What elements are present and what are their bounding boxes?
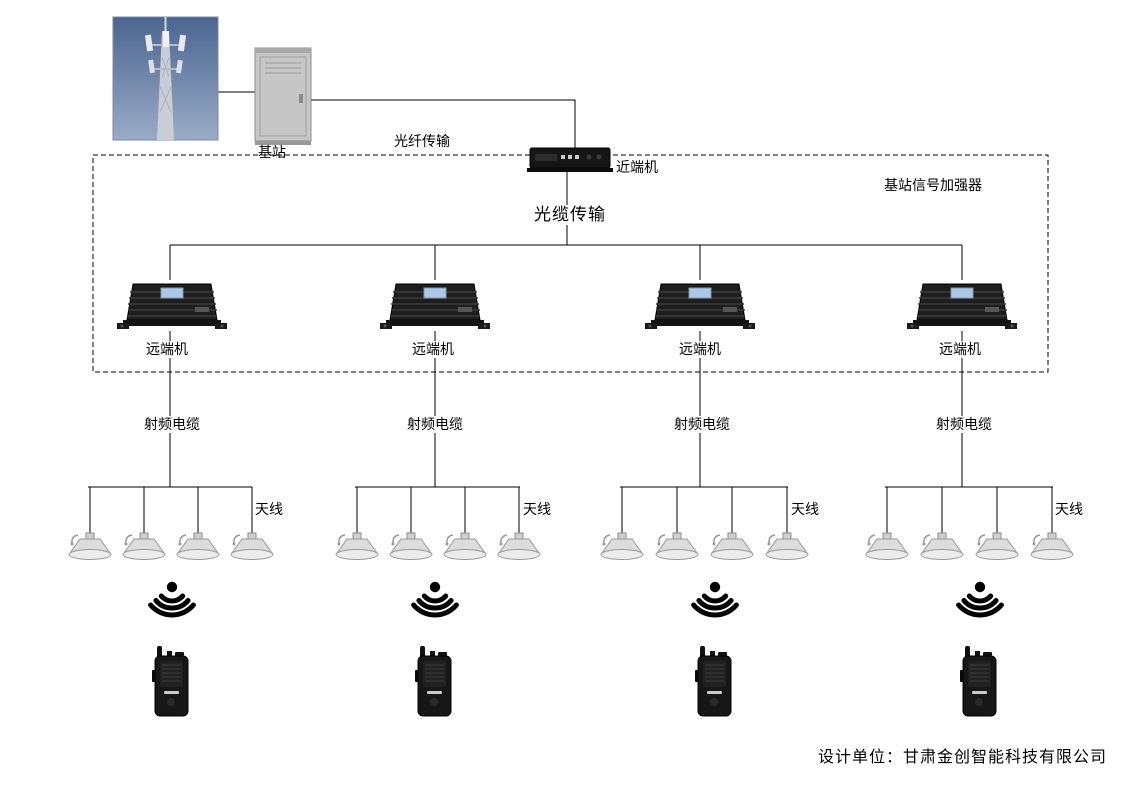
antenna-label-3: 天线 (791, 501, 819, 517)
designer-footer: 设计单位：甘肃金创智能科技有限公司 (818, 749, 1108, 766)
walkie-talkie (960, 646, 997, 717)
remote-unit-label-3: 远端机 (676, 341, 724, 358)
near-end-unit-device (527, 147, 613, 172)
ceiling-antenna (122, 532, 166, 561)
antenna-label-4: 天线 (1055, 501, 1083, 517)
ceiling-antenna (389, 532, 433, 561)
antenna-label-1: 天线 (255, 501, 283, 517)
rf-cable-label-4: 射频电缆 (933, 416, 995, 433)
connector-lines (88, 91, 1053, 534)
rf-cable-label-3: 射频电缆 (671, 416, 733, 433)
rf-cable-label-2: 射频电缆 (404, 416, 466, 433)
ceiling-antenna (765, 532, 809, 561)
walkie-talkie (415, 646, 452, 717)
outdoor-cabinet (254, 47, 312, 145)
ceiling-antenna (497, 532, 541, 561)
signal-waves-icon (151, 582, 194, 615)
remote-unit-device (907, 283, 1017, 330)
ceiling-antenna (230, 532, 274, 561)
cell-tower-photo (112, 16, 219, 141)
ceiling-antenna (1030, 532, 1074, 561)
optical-cable-label: 光缆传输 (531, 205, 609, 226)
signal-waves-icon (959, 582, 1002, 615)
walkie-talkie (152, 646, 189, 717)
ceiling-antenna (655, 532, 699, 561)
remote-unit-label-4: 远端机 (936, 341, 984, 358)
ceiling-antenna (68, 532, 112, 561)
ceiling-antenna (865, 532, 909, 561)
signal-booster-boundary (92, 154, 1049, 373)
walkie-talkie (695, 646, 732, 717)
remote-unit-device (380, 283, 490, 330)
remote-unit-label-2: 远端机 (409, 341, 457, 358)
base-station-label: 基站 (258, 144, 286, 160)
remote-unit-device (645, 283, 755, 330)
near-end-unit-label: 近端机 (616, 159, 658, 175)
antenna-label-2: 天线 (523, 501, 551, 517)
ceiling-antenna (710, 532, 754, 561)
signal-booster-label: 基站信号加强器 (884, 177, 982, 193)
signal-waves-icon (694, 582, 737, 615)
ceiling-antenna (600, 532, 644, 561)
fiber-transmission-label: 光纤传输 (394, 133, 450, 149)
remote-unit-device (117, 283, 227, 330)
remote-unit-label-1: 远端机 (143, 341, 191, 358)
ceiling-antenna (443, 532, 487, 561)
rf-cable-label-1: 射频电缆 (141, 416, 203, 433)
signal-waves-icon (414, 582, 457, 615)
ceiling-antenna (176, 532, 220, 561)
ceiling-antenna (920, 532, 964, 561)
ceiling-antenna (975, 532, 1019, 561)
ceiling-antenna (335, 532, 379, 561)
